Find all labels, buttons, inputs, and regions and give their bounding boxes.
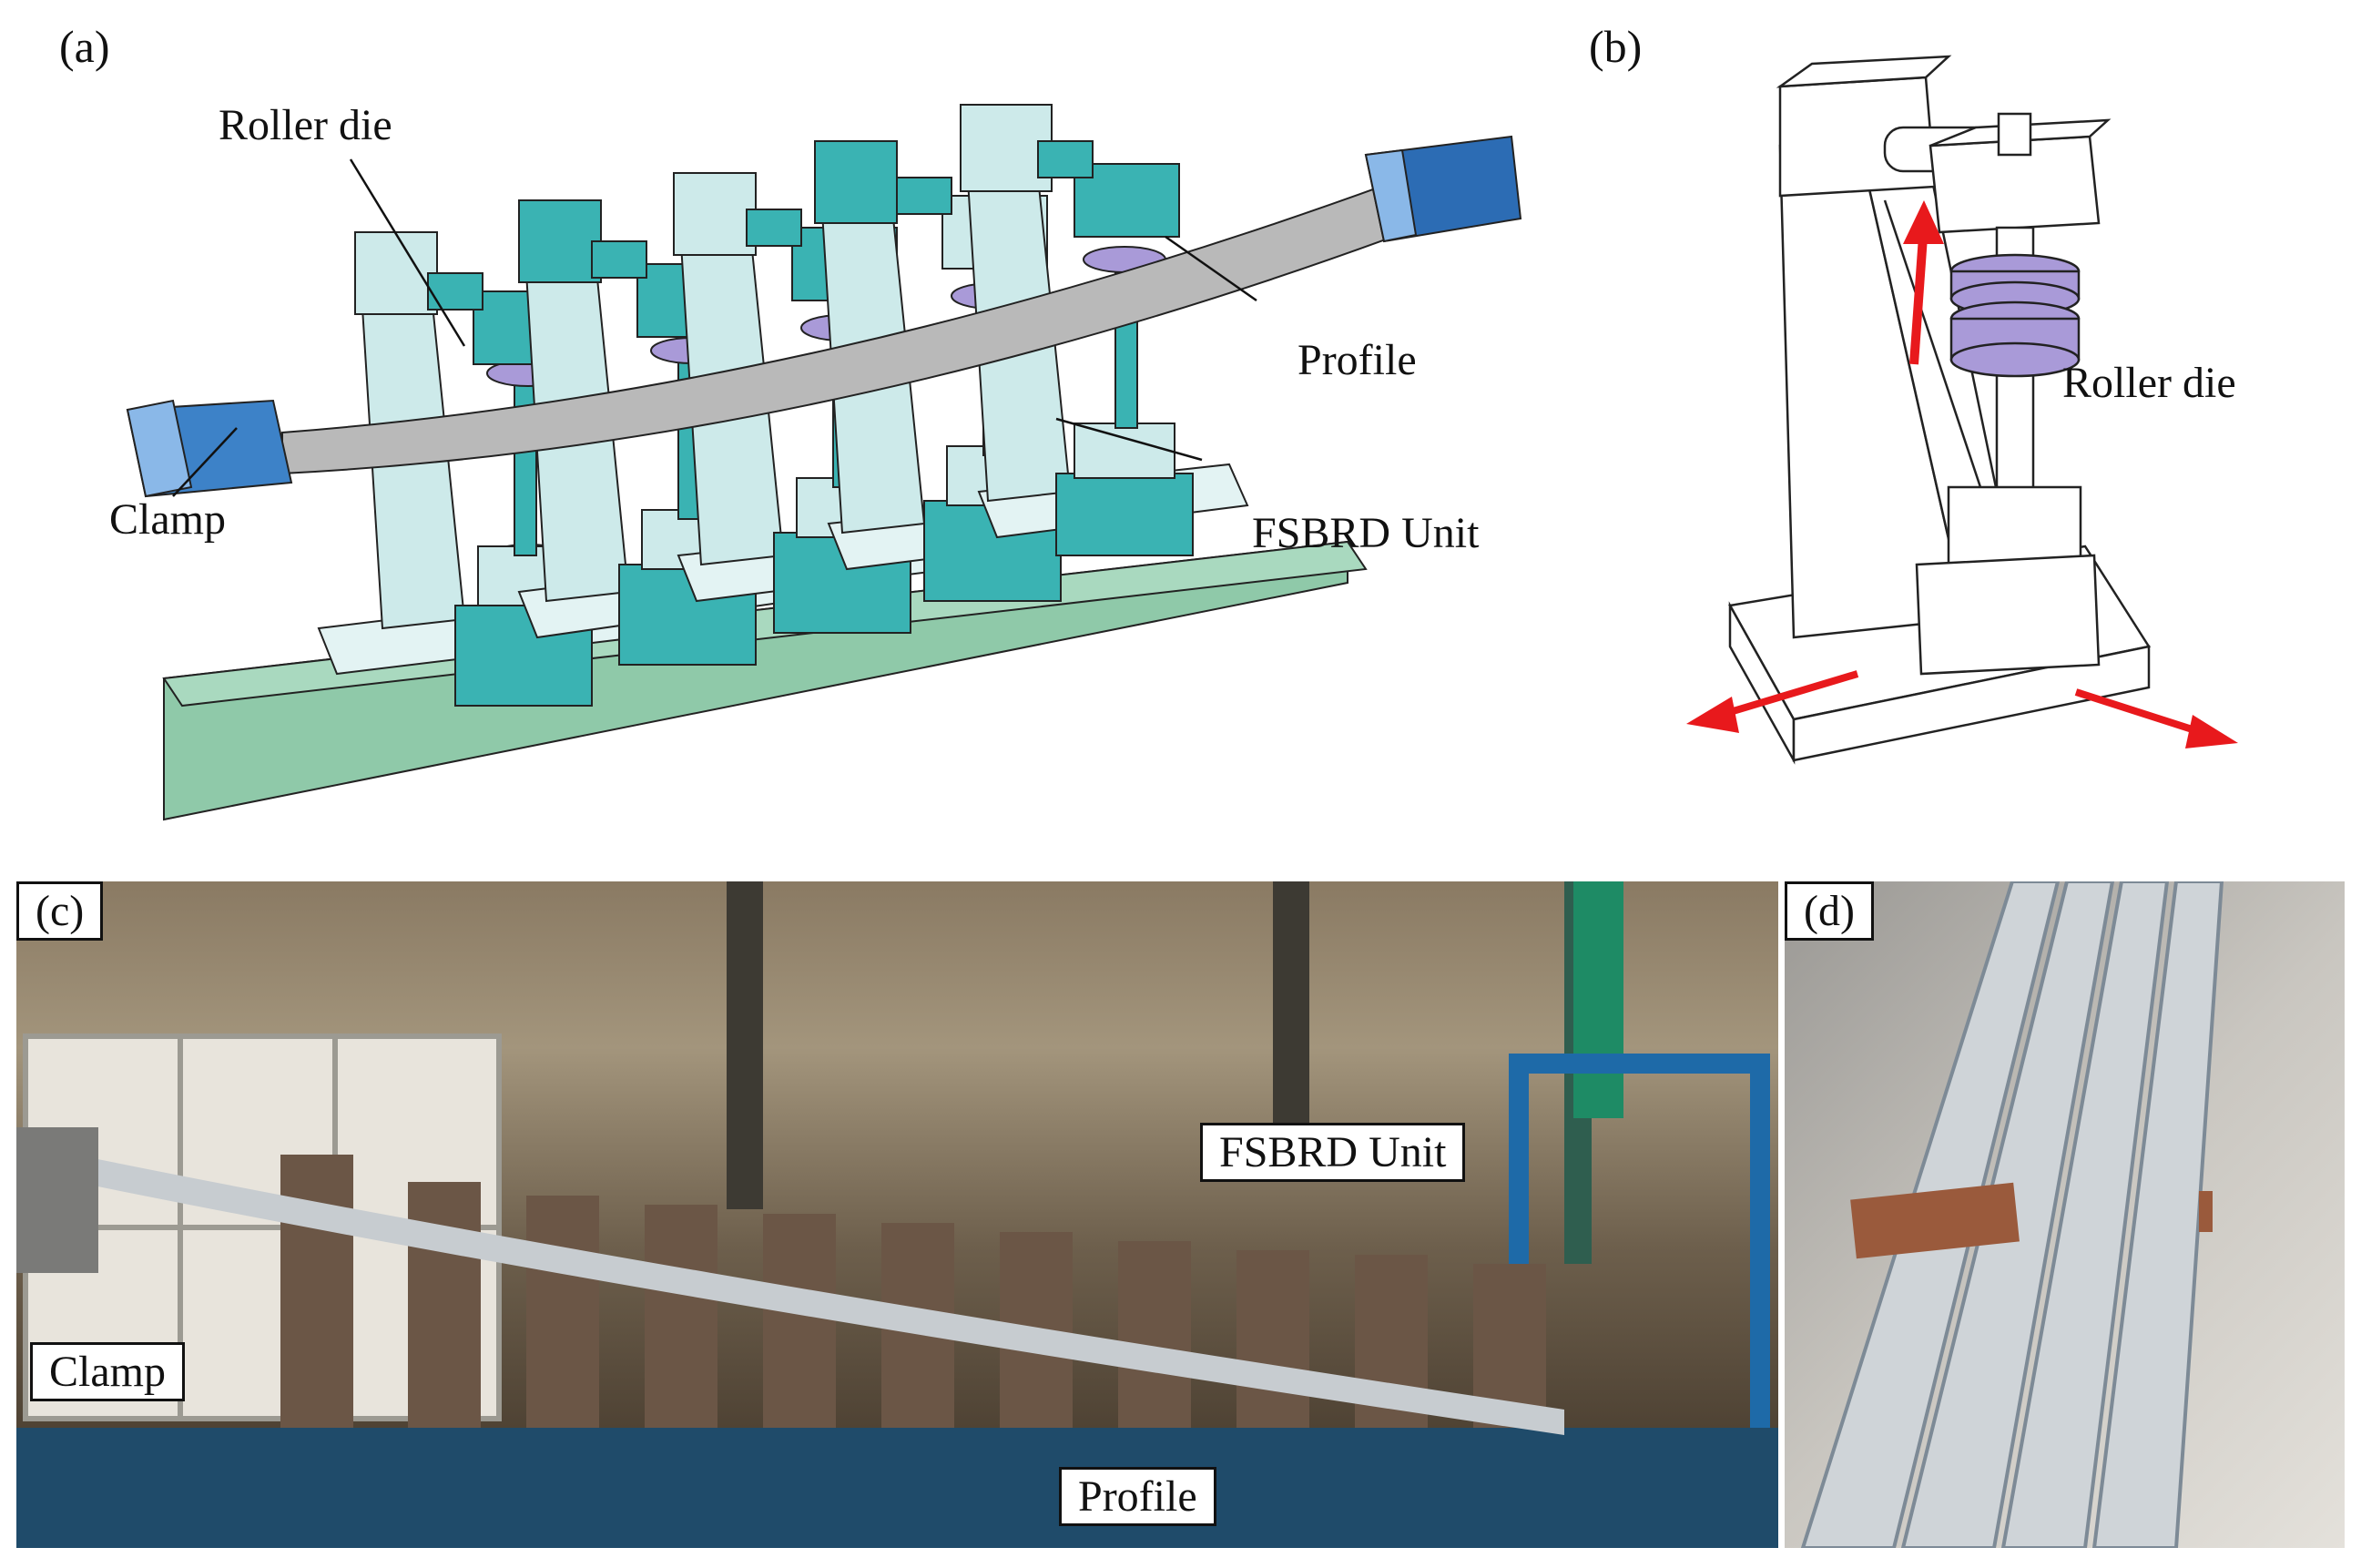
clamp-label-a: Clamp <box>109 495 226 544</box>
profile-label-c: Profile <box>1059 1467 1216 1526</box>
panel-b: (b) Roller die <box>1584 0 2361 847</box>
leader-profile <box>1165 235 1257 302</box>
clamp-label-c: Clamp <box>30 1342 185 1401</box>
profile-photo-beam <box>53 1150 1564 1435</box>
motion-arrows <box>1686 200 2238 748</box>
panel-c-photo: (c) FSBRD Unit Clamp Profile <box>16 881 1778 1548</box>
fsbrd-machine-illustration <box>126 104 1522 821</box>
profiles-photo-shapes <box>1800 881 2224 1548</box>
roller-die-label-a: Roller die <box>219 101 392 149</box>
panel-b-label: (b) <box>1589 21 1643 72</box>
fsbrd-unit-illustration <box>1686 55 2238 765</box>
profile-label-a: Profile <box>1298 336 1417 384</box>
clamp-right <box>1364 135 1522 243</box>
panel-d-photo: (d) <box>1785 881 2345 1548</box>
leader-fsbrd <box>1055 417 1203 462</box>
leader-clamp <box>172 427 238 497</box>
factory-photo-shapes <box>16 881 1778 1548</box>
panel-a-label: (a) <box>59 21 110 72</box>
clamp-left <box>126 399 293 498</box>
panel-c-label: (c) <box>16 881 104 941</box>
leader-roller-die <box>349 158 466 347</box>
fsbrd-unit-label-a: FSBRD Unit <box>1252 509 1480 557</box>
roller-die-disks <box>1949 253 2081 378</box>
panel-d-label: (d) <box>1785 881 1874 941</box>
roller-die-label-b: Roller die <box>2062 359 2236 407</box>
panel-a: (a) Roller die Profile Clamp FSBRD Unit <box>0 0 1603 847</box>
fsbrd-unit-label-c: FSBRD Unit <box>1200 1123 1466 1182</box>
